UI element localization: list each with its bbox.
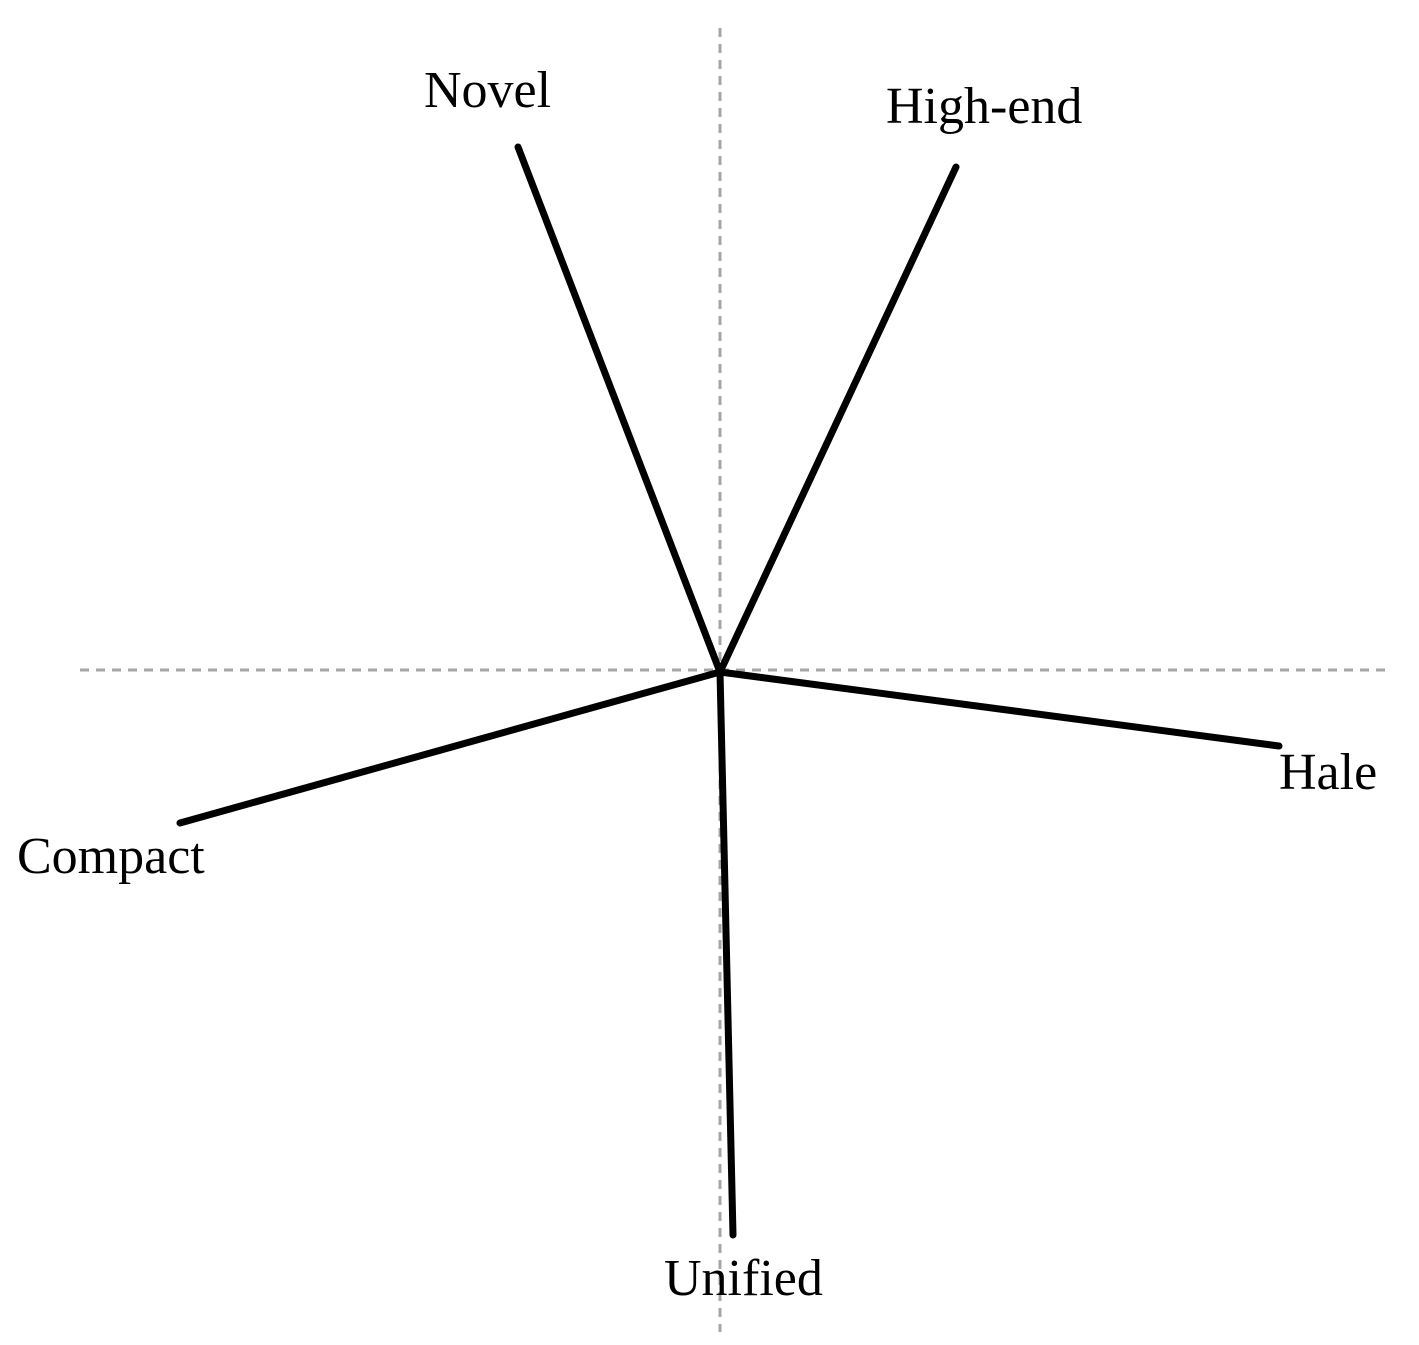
spoke-unified (716, 668, 737, 1239)
label-unified: Unified (664, 1250, 823, 1307)
label-novel: Novel (424, 62, 551, 119)
spoke-novel (514, 143, 724, 676)
spoke-hale (716, 668, 1283, 750)
spokes-group (176, 143, 1283, 1239)
label-high-end: High-end (886, 78, 1082, 135)
labels-group: Novel High-end Hale Unified Compact (17, 62, 1377, 1307)
label-hale: Hale (1279, 744, 1377, 801)
spoke-compact (176, 668, 724, 827)
spoke-high-end (716, 163, 960, 676)
label-compact: Compact (17, 828, 205, 885)
